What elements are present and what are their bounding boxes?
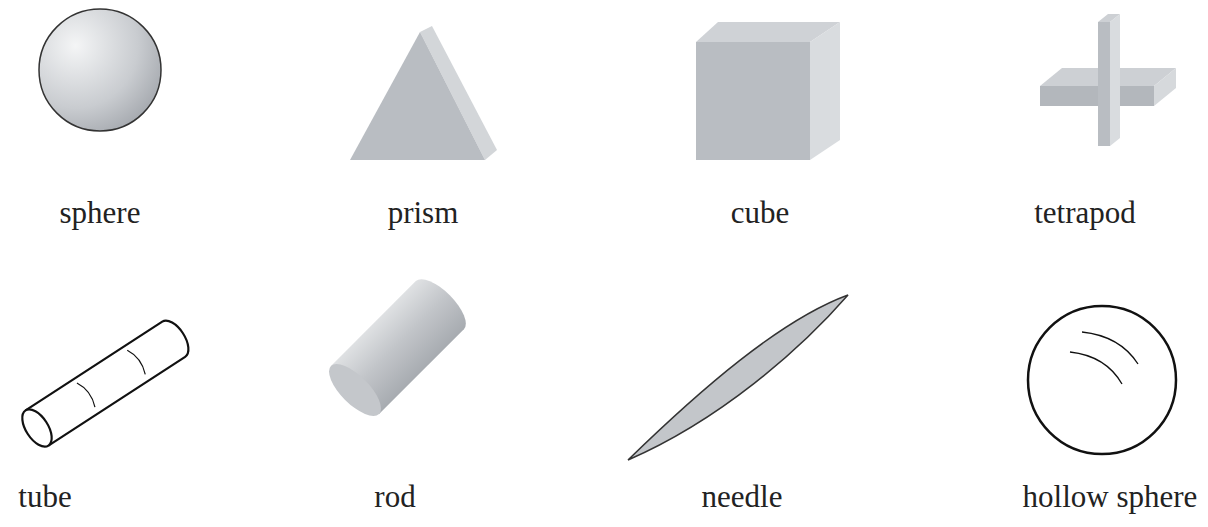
tetrapod-shape bbox=[1040, 14, 1176, 146]
cube-shape bbox=[696, 22, 840, 160]
shape-label: tetrapod bbox=[1034, 196, 1136, 230]
sphere-shape bbox=[39, 9, 161, 131]
shape-label: rod bbox=[374, 480, 415, 514]
shape-label: tube bbox=[18, 480, 71, 514]
tube-shape bbox=[16, 316, 194, 452]
shape-label: hollow sphere bbox=[1023, 480, 1198, 514]
rod-shape bbox=[321, 271, 474, 424]
needle-shape bbox=[628, 295, 848, 460]
prism-shape bbox=[350, 26, 497, 160]
shape-label: cube bbox=[731, 196, 790, 230]
hollow-sphere-shape bbox=[1028, 306, 1176, 454]
shape-label: prism bbox=[388, 196, 459, 230]
shape-label: needle bbox=[702, 480, 783, 514]
shape-label: sphere bbox=[60, 196, 141, 230]
